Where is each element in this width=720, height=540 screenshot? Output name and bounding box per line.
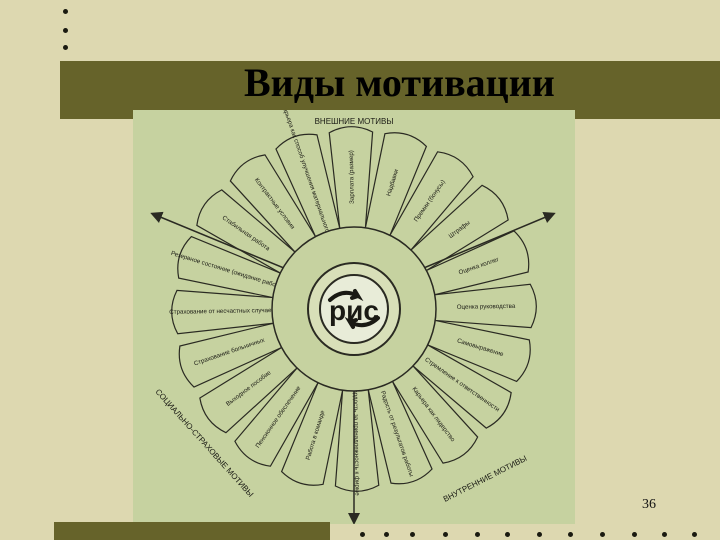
bullet-dot (63, 28, 68, 33)
petal (434, 283, 537, 329)
bullet-dot (475, 532, 480, 537)
petal (389, 151, 474, 251)
petal-label: Оценка руководства (457, 303, 516, 311)
petal (199, 346, 298, 434)
label-internal-motives: ВНУТРЕННИЕ МОТИВЫ (442, 454, 529, 504)
petal (364, 132, 428, 237)
petal (178, 322, 283, 388)
petal (171, 289, 274, 335)
bullet-dot (600, 532, 605, 537)
petal-label: Зарплата (размер) (348, 150, 356, 204)
bullet-dot (632, 532, 637, 537)
slide-title: Виды мотивации (244, 60, 555, 105)
footer-bar (54, 522, 330, 540)
petal (229, 154, 317, 253)
logo-icon: рис (328, 289, 380, 329)
bullet-dot (443, 532, 448, 537)
logo-text: рис (329, 295, 379, 326)
petal (412, 344, 512, 429)
petal-label: Страхование от несчастных случаев (169, 307, 275, 316)
bullet-dot (505, 532, 510, 537)
petal (328, 126, 374, 229)
petal (234, 367, 319, 467)
page-number: 36 (642, 497, 656, 512)
petal (425, 230, 530, 296)
petal (410, 184, 509, 272)
petal (196, 189, 296, 274)
bullet-dot (63, 45, 68, 50)
petal (367, 380, 433, 485)
bullet-dot (410, 532, 415, 537)
petal (275, 133, 341, 238)
title-bar (60, 61, 720, 119)
petal (391, 365, 479, 464)
petal (280, 381, 344, 486)
bullet-dot (63, 9, 68, 14)
logo-disc (319, 274, 389, 344)
label-external-motives: ВНЕШНИЕ МОТИВЫ (315, 117, 394, 126)
bullet-dot (537, 532, 542, 537)
bullet-dot (662, 532, 667, 537)
bullet-dot (360, 532, 365, 537)
petal (177, 235, 282, 299)
bullet-dot (384, 532, 389, 537)
bullet-dot (568, 532, 573, 537)
bullet-dot (692, 532, 697, 537)
petal (426, 319, 531, 383)
petal-label: Гордость за принадлежность к фирме (352, 386, 361, 496)
